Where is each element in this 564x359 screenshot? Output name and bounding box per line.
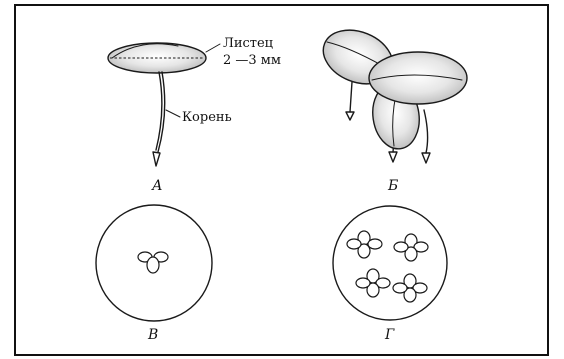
root-cap-b-3 [422, 153, 430, 163]
root-leader-line [166, 110, 180, 117]
panel-a: Листец 2 —3 мм Корень А [108, 36, 281, 194]
leaf-size-label: 2 —3 мм [223, 53, 281, 68]
root-cap-b-1 [346, 112, 354, 120]
root-cap-b-2 [389, 152, 397, 162]
leaf-leader-line [206, 44, 220, 52]
panel-c-letter: В [147, 327, 158, 343]
root-cap-a [153, 152, 160, 166]
panel-b: Б [315, 20, 467, 194]
panel-b-letter: Б [387, 178, 398, 194]
frond-cluster-d-4 [393, 274, 427, 302]
panel-d-letter: Г [384, 327, 395, 343]
frond-cluster-c [138, 252, 168, 273]
root-b-1 [350, 82, 352, 112]
figure-frame [15, 5, 548, 355]
frond-cluster-d-3 [356, 269, 390, 297]
panel-a-letter: А [151, 178, 163, 194]
root-b-3 [424, 110, 428, 153]
frond-cluster-d-2 [394, 234, 428, 261]
frond-cluster-d-1 [347, 231, 382, 258]
panel-c: В [96, 205, 212, 343]
dish-d [333, 206, 447, 320]
root-label: Корень [182, 110, 232, 125]
leaf-name-label: Листец [223, 36, 273, 51]
panel-d: Г [333, 206, 447, 343]
